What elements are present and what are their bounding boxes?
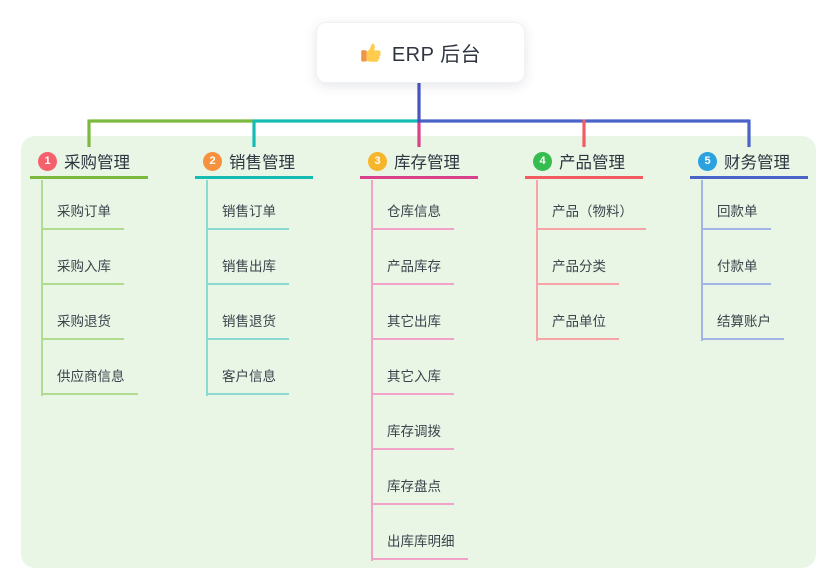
leaf-node[interactable]: 产品库存: [372, 260, 454, 285]
branch-node-4[interactable]: 4 产品管理: [525, 146, 643, 179]
leaf-node[interactable]: 库存调拨: [372, 425, 454, 450]
leaf-node[interactable]: 产品单位: [537, 315, 619, 340]
leaf-node[interactable]: 客户信息: [207, 370, 289, 395]
leaf-node[interactable]: 采购订单: [42, 205, 124, 230]
leaf-node[interactable]: 销售订单: [207, 205, 289, 230]
leaf-node[interactable]: 回款单: [702, 205, 771, 230]
leaf-node[interactable]: 付款单: [702, 260, 771, 285]
branch-label: 采购管理: [64, 154, 130, 172]
branch-label: 销售管理: [229, 154, 295, 172]
branch-label: 产品管理: [559, 154, 625, 172]
branch-label: 财务管理: [724, 154, 790, 172]
branch-number-badge: 5: [698, 151, 717, 171]
branch-number-badge: 1: [38, 151, 57, 171]
leaf-node[interactable]: 其它出库: [372, 315, 454, 340]
leaf-node[interactable]: 出库库明细: [372, 535, 468, 560]
leaf-node[interactable]: 供应商信息: [42, 370, 138, 395]
branch-node-1[interactable]: 1 采购管理: [30, 146, 148, 179]
branch-number-badge: 2: [203, 151, 222, 171]
thumbs-up-icon: [360, 42, 382, 64]
leaf-node[interactable]: 销售退货: [207, 315, 289, 340]
branch-label: 库存管理: [394, 154, 460, 172]
leaf-node[interactable]: 销售出库: [207, 260, 289, 285]
leaf-node[interactable]: 仓库信息: [372, 205, 454, 230]
leaf-node[interactable]: 产品分类: [537, 260, 619, 285]
branch-number-badge: 4: [533, 151, 552, 171]
branch-node-2[interactable]: 2 销售管理: [195, 146, 313, 179]
branch-number-badge: 3: [368, 151, 387, 171]
root-title: ERP 后台: [391, 44, 482, 66]
leaf-node[interactable]: 库存盘点: [372, 480, 454, 505]
leaf-node[interactable]: 产品（物料）: [537, 205, 646, 230]
branch-node-3[interactable]: 3 库存管理: [360, 146, 478, 179]
leaf-node[interactable]: 其它入库: [372, 370, 454, 395]
leaf-node[interactable]: 结算账户: [702, 315, 784, 340]
root-node-erp[interactable]: ERP 后台: [316, 22, 525, 83]
branch-node-5[interactable]: 5 财务管理: [690, 146, 808, 179]
leaf-node[interactable]: 采购退货: [42, 315, 124, 340]
branches-background-panel: [21, 136, 816, 568]
leaf-node[interactable]: 采购入库: [42, 260, 124, 285]
